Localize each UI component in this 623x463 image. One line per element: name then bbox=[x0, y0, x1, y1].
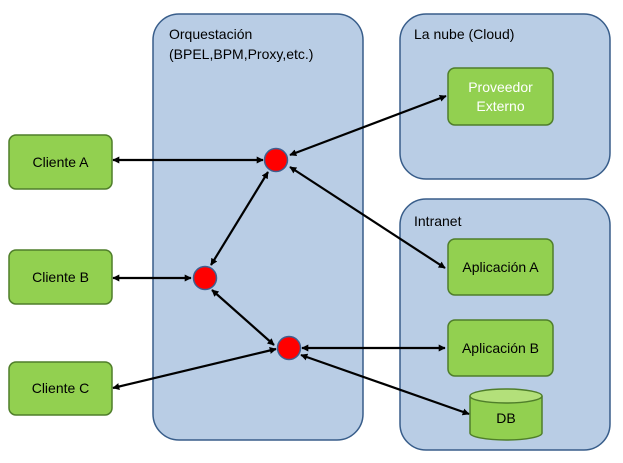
cliente-c-node bbox=[8, 361, 113, 416]
arrow-hub2-hub3 bbox=[211, 289, 275, 346]
proveedor-label-line2: Externo bbox=[476, 98, 524, 114]
aplicacion-b-label: Aplicación B bbox=[462, 340, 539, 356]
cliente-b-label: Cliente B bbox=[32, 269, 89, 285]
arrow-hub1-hub2 bbox=[210, 171, 269, 266]
cliente-c-label: Cliente C bbox=[32, 380, 90, 396]
aplicacion-b-node bbox=[447, 319, 554, 377]
arrow-hub1-proveedor bbox=[289, 94, 447, 157]
aplicacion-a-node bbox=[447, 238, 554, 296]
proveedor-label-line1: Proveedor bbox=[468, 79, 533, 95]
cliente-a-label: Cliente A bbox=[32, 154, 89, 170]
intranet-title: Intranet bbox=[414, 213, 462, 229]
cloud-title: La nube (Cloud) bbox=[414, 26, 514, 42]
db-label: DB bbox=[496, 410, 515, 426]
orchestration-hub-2 bbox=[192, 265, 218, 291]
orchestration-subtitle: (BPEL,BPM,Proxy,etc.) bbox=[169, 46, 313, 62]
cliente-b-node bbox=[8, 249, 113, 305]
arrow-cliente-c-hub3 bbox=[112, 347, 277, 390]
cliente-a-node bbox=[8, 134, 113, 190]
orchestration-hub-1 bbox=[263, 147, 289, 173]
aplicacion-a-label: Aplicación A bbox=[462, 259, 539, 275]
db-cylinder bbox=[469, 388, 543, 441]
orchestration-panel bbox=[152, 13, 364, 441]
orchestration-title: Orquestación bbox=[169, 26, 252, 42]
orchestration-hub-3 bbox=[276, 335, 302, 361]
arrow-hub3-db bbox=[300, 353, 470, 416]
arrow-hub1-aplicacion-a bbox=[289, 166, 446, 269]
proveedor-externo-node bbox=[447, 67, 554, 126]
